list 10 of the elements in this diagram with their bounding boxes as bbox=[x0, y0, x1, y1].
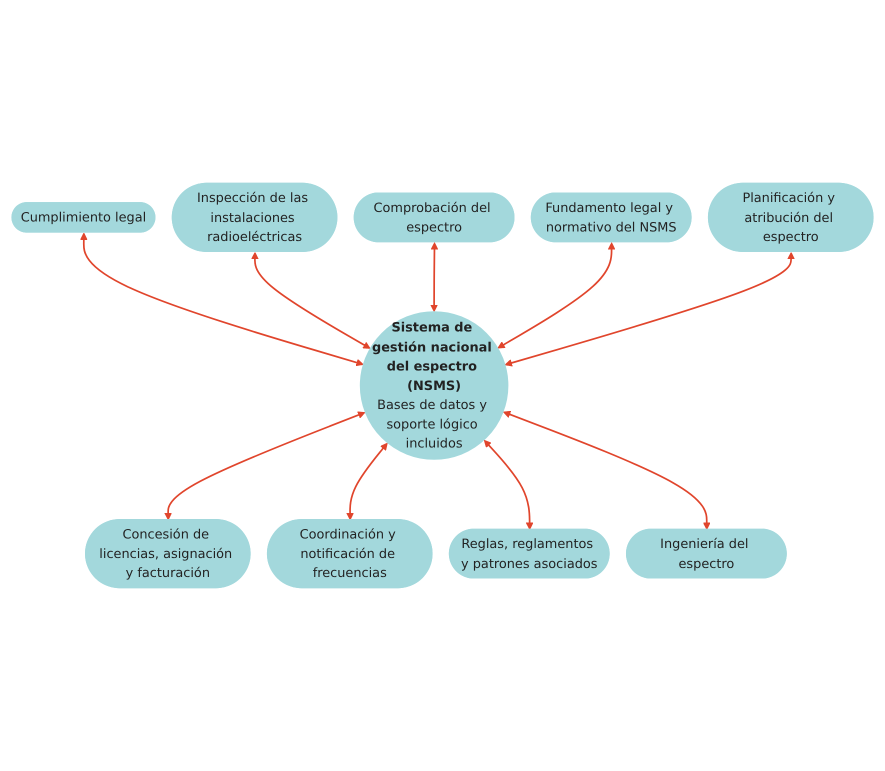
arrow bbox=[503, 410, 711, 530]
arrow bbox=[251, 252, 371, 349]
node-circle: Sistema de gestión nacional del espectro (NSMS) Bases de datos y soporte lógico incluidos bbox=[360, 311, 508, 460]
arrow bbox=[80, 232, 364, 366]
arrow bbox=[504, 252, 795, 367]
arrow bbox=[164, 411, 366, 520]
arrow bbox=[497, 242, 616, 348]
arrow bbox=[430, 242, 438, 312]
arrow bbox=[484, 440, 534, 530]
arrow bbox=[346, 442, 388, 520]
